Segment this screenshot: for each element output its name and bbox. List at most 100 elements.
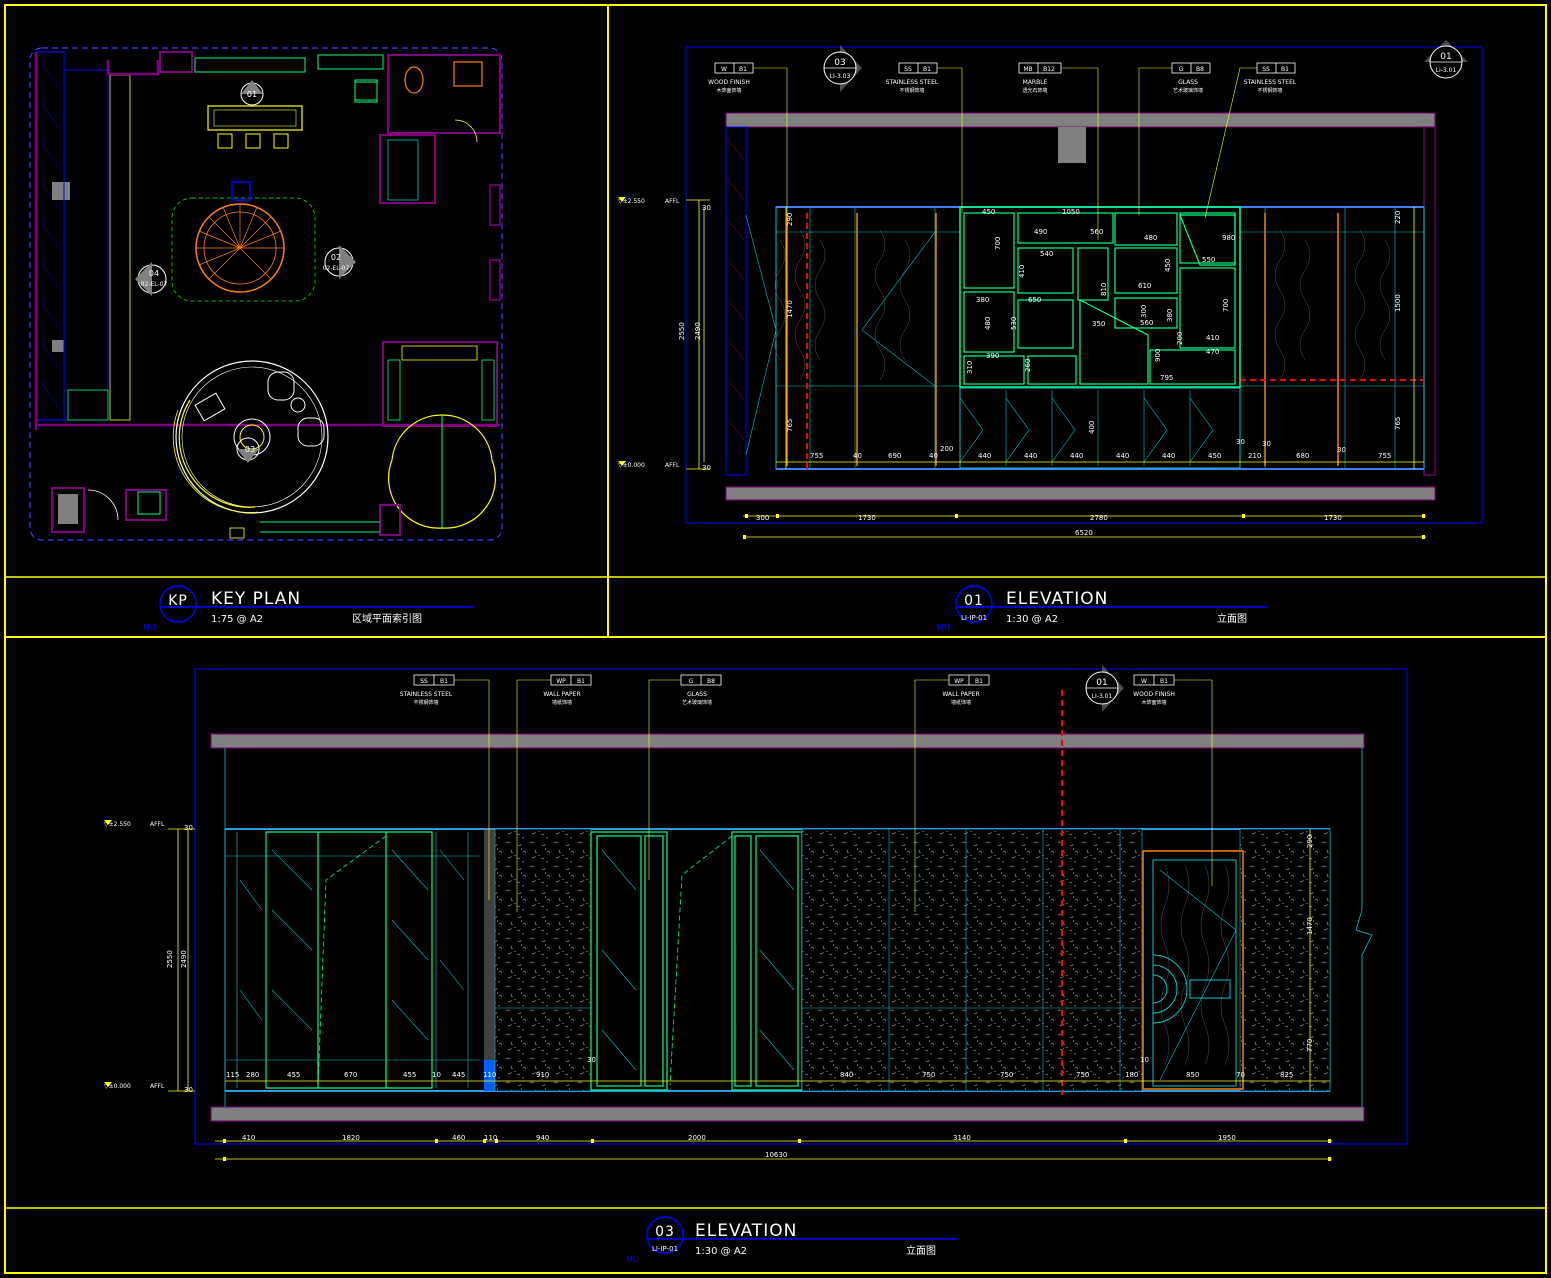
svg-text:▽±0.000: ▽±0.000: [618, 462, 645, 469]
keyplan-marker-01: 01: [240, 80, 264, 106]
e01-tag-steel-1: SS B1 STAINLESS STEEL 不锈钢饰墙: [886, 62, 963, 213]
svg-text:220: 220: [1394, 211, 1402, 224]
svg-text:390: 390: [986, 352, 999, 360]
svg-text:▽±2.550: ▽±2.550: [618, 198, 645, 205]
svg-text:280: 280: [246, 1071, 259, 1079]
svg-text:200: 200: [940, 445, 953, 453]
e03-tag-wallpaper-2: WP B1 WALL PAPER 墙纸饰墙: [914, 674, 990, 912]
e03-ref: LI-IP-01: [652, 1245, 678, 1253]
svg-text:1050: 1050: [1062, 208, 1080, 216]
svg-text:70: 70: [1236, 1071, 1245, 1079]
svg-text:460: 460: [452, 1134, 465, 1142]
svg-text:艺术玻璃饰墙: 艺术玻璃饰墙: [1173, 87, 1203, 94]
e03-mark: MU: [626, 1255, 639, 1264]
svg-text:B1: B1: [739, 66, 747, 73]
svg-text:290: 290: [786, 213, 794, 226]
svg-text:400: 400: [1088, 421, 1096, 434]
svg-text:795: 795: [1160, 374, 1173, 382]
svg-text:SS: SS: [904, 66, 912, 73]
svg-text:455: 455: [403, 1071, 416, 1079]
svg-text:STAINLESS STEEL: STAINLESS STEEL: [886, 79, 939, 86]
svg-text:02: 02: [331, 253, 341, 262]
svg-text:750: 750: [1076, 1071, 1089, 1079]
svg-text:1470: 1470: [1306, 917, 1314, 935]
svg-text:180: 180: [1125, 1071, 1138, 1079]
svg-text:木饰面饰墙: 木饰面饰墙: [1141, 699, 1166, 706]
svg-text:B1: B1: [975, 678, 983, 685]
svg-text:10630: 10630: [765, 1151, 787, 1159]
svg-text:LI-3.01: LI-3.01: [1436, 67, 1457, 74]
e01-dimensions: 2550 2490 30 30 290 1470 765 220 1500 76…: [678, 204, 1402, 537]
svg-text:450: 450: [1164, 259, 1172, 272]
elevation-03: ▽±2.550 AFFL ▽±0.000 AFFL SS B1 STAINLES…: [104, 665, 1408, 1161]
svg-text:980: 980: [1222, 234, 1235, 242]
svg-text:01: 01: [247, 90, 257, 99]
e01-section-marker-03: 03 LI-3.03: [823, 45, 862, 92]
e03-tag-steel: SS B1 STAINLESS STEEL 不锈钢饰墙: [400, 674, 490, 900]
svg-text:不锈钢饰墙: 不锈钢饰墙: [1257, 87, 1282, 94]
svg-text:700: 700: [994, 237, 1002, 250]
e01-scale: 1:30 @ A2: [1006, 614, 1058, 625]
kp-badge: KP: [168, 593, 188, 609]
keyplan-marker-02: 02 02-EL-07: [323, 245, 356, 279]
svg-text:AFFL: AFFL: [150, 1083, 165, 1090]
svg-text:SS: SS: [420, 678, 428, 685]
e03-level-bottom: ▽±0.000 AFFL: [104, 1082, 165, 1090]
kp-scale: 1:75 @ A2: [211, 614, 263, 625]
svg-text:480: 480: [984, 317, 992, 330]
svg-text:550: 550: [1202, 256, 1215, 264]
svg-text:1730: 1730: [858, 514, 876, 522]
svg-text:30: 30: [1262, 440, 1271, 448]
svg-text:不锈钢饰墙: 不锈钢饰墙: [413, 699, 438, 706]
svg-text:900: 900: [1154, 349, 1162, 362]
svg-text:765: 765: [1394, 417, 1402, 430]
svg-text:440: 440: [1116, 452, 1129, 460]
e03-section-marker: 01 LI-3.01: [1085, 665, 1124, 712]
svg-text:WP: WP: [954, 678, 964, 685]
svg-text:750: 750: [922, 1071, 935, 1079]
svg-text:▽±2.550: ▽±2.550: [104, 821, 131, 828]
svg-text:30: 30: [702, 464, 711, 472]
svg-text:410: 410: [242, 1134, 255, 1142]
svg-text:30: 30: [1236, 438, 1245, 446]
svg-text:30: 30: [184, 824, 193, 832]
svg-text:6520: 6520: [1075, 529, 1093, 537]
svg-text:380: 380: [976, 296, 989, 304]
svg-text:03: 03: [834, 58, 845, 68]
svg-text:AFFL: AFFL: [150, 821, 165, 828]
title-block-e01: 01 LI-IP-01 ELEVATION 1:30 @ A2 立面图 MU: [937, 585, 1268, 632]
svg-text:GLASS: GLASS: [687, 691, 707, 698]
svg-text:690: 690: [888, 452, 901, 460]
svg-text:2780: 2780: [1090, 514, 1108, 522]
svg-text:440: 440: [1024, 452, 1037, 460]
keyplan-marker-04: 04 02-EL-07: [135, 262, 167, 296]
svg-text:W: W: [721, 66, 727, 73]
svg-text:380: 380: [1166, 309, 1174, 322]
svg-text:310: 310: [966, 361, 974, 374]
svg-text:02-EL-07: 02-EL-07: [323, 265, 350, 272]
svg-text:B1: B1: [1281, 66, 1289, 73]
svg-text:10: 10: [1140, 1056, 1149, 1064]
svg-text:WP: WP: [556, 678, 566, 685]
svg-text:STAINLESS STEEL: STAINLESS STEEL: [1244, 79, 1297, 86]
e01-chinese-title: 立面图: [1217, 612, 1247, 625]
e01-mark: MU: [937, 623, 950, 632]
svg-text:AFFL: AFFL: [665, 462, 680, 469]
svg-text:610: 610: [1138, 282, 1151, 290]
svg-text:560: 560: [1140, 319, 1153, 327]
svg-text:840: 840: [840, 1071, 853, 1079]
svg-text:115: 115: [226, 1071, 239, 1079]
svg-text:墙纸饰墙: 墙纸饰墙: [552, 699, 572, 706]
svg-text:01: 01: [1096, 678, 1107, 688]
e01-section-marker-01: 01 LI-3.01: [1424, 40, 1468, 79]
svg-text:200: 200: [1176, 332, 1184, 345]
svg-text:445: 445: [452, 1071, 465, 1079]
svg-text:440: 440: [1162, 452, 1175, 460]
e03-title: ELEVATION: [695, 1221, 797, 1241]
svg-text:540: 540: [1040, 250, 1053, 258]
svg-text:1500: 1500: [1394, 294, 1402, 312]
e01-level-top: ▽±2.550 AFFL: [618, 197, 680, 205]
svg-text:10: 10: [432, 1071, 441, 1079]
svg-text:110: 110: [484, 1134, 497, 1142]
